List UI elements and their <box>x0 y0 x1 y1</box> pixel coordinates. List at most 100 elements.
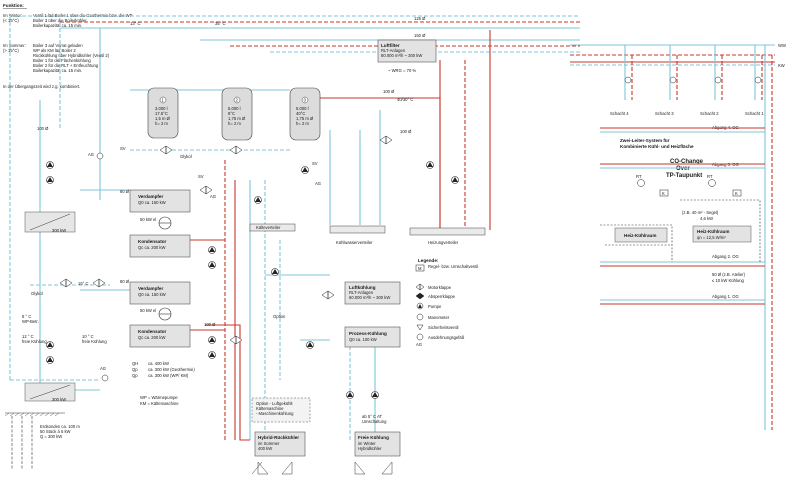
winter-line-3: Boilerkapazität ca. 15 min. <box>33 23 82 28</box>
sv-label-1: SV <box>120 146 126 151</box>
sv-label-2: SV <box>198 174 204 179</box>
boiler-3-line-2: 40°C <box>296 111 305 116</box>
legend-item-0: Regel- bzw. Umschaltventil <box>428 264 478 269</box>
pipe-network <box>9 15 775 441</box>
ab-umsch-2: Umschaltung <box>362 419 387 424</box>
erdsonden-line-2: 50 Stück á 5 kW <box>40 429 71 434</box>
legend-title: Legende: <box>418 258 439 263</box>
right-panel: WW KW Schacht 4 Schacht 3 Schacht 2 Scha… <box>600 43 786 305</box>
freie-line-1: Freie Kühlung <box>358 435 389 440</box>
kondensator-1: Kondensator Qc ca. 200 kW <box>129 234 191 258</box>
dim-80-b: 80 Ø <box>120 279 130 284</box>
summary-1: ca. 400 kW <box>148 361 169 366</box>
kondensator-1-title: Kondensator <box>138 239 167 244</box>
wp-betr-2: WP-Betr. <box>22 319 39 324</box>
option-luft-line-1: Option - Luftgekühlt <box>256 401 293 406</box>
verdampfer-1-title: Verdampfer <box>138 194 163 199</box>
ab-umsch-1: ab 5° C AT <box>362 414 382 419</box>
co-change-3: TP-Taupunkt <box>666 173 702 179</box>
kuehlwasserverteiler: Kühlwasserverteiler <box>329 225 386 245</box>
co-change-2: Over <box>676 166 690 172</box>
boiler-1-line-3: 1,5 m Ø <box>155 116 171 121</box>
compressor-1: 50 kW el <box>140 216 172 230</box>
schacht-3: Schacht 3 <box>655 111 674 116</box>
luftkuehlung-box: Luftkühlung RLT-Anlagen 60.000 m³/h ~ 30… <box>344 281 401 305</box>
boiler-1-num: 1 <box>162 98 165 103</box>
kaelteverteiler: Kälteverteiler <box>249 223 296 232</box>
luftfilter-line-3: 80.000 m³/h ~ 300 kW <box>381 53 422 58</box>
verdampfer-1-val: Q0 ca. 150 kW <box>138 200 166 205</box>
freie-box: Freie Kühlung im Winter Hybridkühler <box>354 431 401 457</box>
schacht-1: Schacht 1 <box>745 111 764 116</box>
boiler-2: 2 5.000 l 8°C 1,75 m Ø h= 2 m <box>221 87 253 141</box>
summary-3: ca. 300 kW (WP/ KM) <box>148 373 189 378</box>
boiler-2-line-2: 8°C <box>228 111 235 116</box>
compressor-1-label: 50 kW el <box>140 217 156 222</box>
hybrid-line-2: im Sommer <box>258 441 280 446</box>
dim-80-a: 80 Ø <box>120 189 130 194</box>
ground-upper-kw: 300 kW <box>52 228 66 233</box>
summer-head-1: Im Sommer: <box>3 43 26 48</box>
ag-label-3: AG <box>315 181 321 186</box>
function-title: Funktion: <box>3 3 24 8</box>
freie-line-3: Hybridkühler <box>358 446 382 451</box>
temp-13: 13° C <box>130 21 141 26</box>
legend-item-3: Pumpe <box>428 304 442 309</box>
pumps <box>46 161 459 399</box>
rt-label-1: RT <box>636 174 642 179</box>
abgang-2: Abgang 2. OG <box>712 254 739 259</box>
freie-line-2: im Winter <box>358 441 376 446</box>
schacht-4: Schacht 4 <box>610 111 629 116</box>
summary-sym-1: QH <box>132 361 138 366</box>
luftkuehlung-line-2: RLT-Anlagen <box>349 290 374 295</box>
boiler-2-num: 2 <box>236 98 239 103</box>
ground-lower-kw: 300 kW <box>52 397 66 402</box>
heiz-kuehlraum-2b: qn = 12,5 W/m² <box>697 235 726 240</box>
earth-probes: Erdsonden ca. 100 m 50 Stück á 5 kW Q = … <box>4 412 80 470</box>
dim-100-a: 100 Ø <box>37 126 49 131</box>
option-luft-line-2: Kältemaschine <box>256 406 284 411</box>
luftfilter-line-1: Luftfilter <box>381 43 400 48</box>
note1-line-1: (z.B. 40 m² - Segel) <box>682 210 719 215</box>
temp-15: 15° C <box>78 281 89 286</box>
ag-label-4: AG <box>100 366 106 371</box>
glykol-label-2: Glykol <box>31 291 43 296</box>
verdampfer-2-val: Q0 ca. 150 kW <box>138 292 166 297</box>
summary-sym-2: Qp <box>132 367 138 372</box>
wp-betr-1: 8 ° C <box>22 314 31 319</box>
legend-item-1: Motorklappe <box>428 285 452 290</box>
freie-kuehl2-2: freie Kühlung <box>82 339 107 344</box>
legend-item-5: Sicherheitsventil <box>428 325 459 330</box>
ww-label: WW <box>778 43 786 48</box>
wp-legend-2: KM = Kältemaschine <box>140 401 179 406</box>
boiler-1-line-4: h= 2 m <box>155 121 168 126</box>
boiler-3-line-1: 5.000 l <box>296 106 309 111</box>
schacht-risers <box>624 45 763 100</box>
compressor-2: 50 kW el <box>140 307 172 321</box>
k-label-1: K <box>662 191 665 196</box>
freie-kuehl2-1: 10 ° C <box>82 334 94 339</box>
legend: Legende: M Regel- bzw. Umschaltventil Mo… <box>415 258 478 347</box>
boiler-1: 1 3.000 l 17.5°C 1,5 m Ø h= 2 m <box>147 87 179 139</box>
freie-kuehl-2: freie Kühlung <box>22 339 47 344</box>
boiler-1-line-2: 17.5°C <box>155 111 168 116</box>
boiler-2-line-1: 5.000 l <box>228 106 241 111</box>
note2-line-2: ≤ 10 kW Kühlung <box>712 278 745 283</box>
hybrid-line-3: 400 kW <box>258 446 272 451</box>
erdsonden-line-3: Q = 300 kW <box>40 434 62 439</box>
hybrid-box: Hybrid-Rückkühler im Sommer 400 kW <box>254 431 306 457</box>
option-label: Option <box>273 314 286 319</box>
legend-sym-6: AG <box>416 342 422 347</box>
dim-100-b: 100 Ø <box>383 89 395 94</box>
right-title-1: Zwei-Leiter-System für <box>620 138 670 143</box>
hybrid-line-1: Hybrid-Rückkühler <box>258 435 299 440</box>
luftkuehlung-line-1: Luftkühlung <box>349 285 376 290</box>
summer-line-4: Boiler 1 für die Flächenkühlung <box>33 58 91 63</box>
legend-item-4: Manometer <box>428 315 450 320</box>
temp-40: 40/30° C <box>397 97 413 102</box>
network-labels: AG SV Glykol SV AG SV AG Glykol AG Optio… <box>22 16 426 424</box>
summer-head-2: (> 15°C) <box>3 48 19 53</box>
temp-35: 35° C <box>215 21 226 26</box>
summary-2: ca. 300 kW (Geothermie) <box>148 367 195 372</box>
boiler-1-line-1: 3.000 l <box>155 106 168 111</box>
